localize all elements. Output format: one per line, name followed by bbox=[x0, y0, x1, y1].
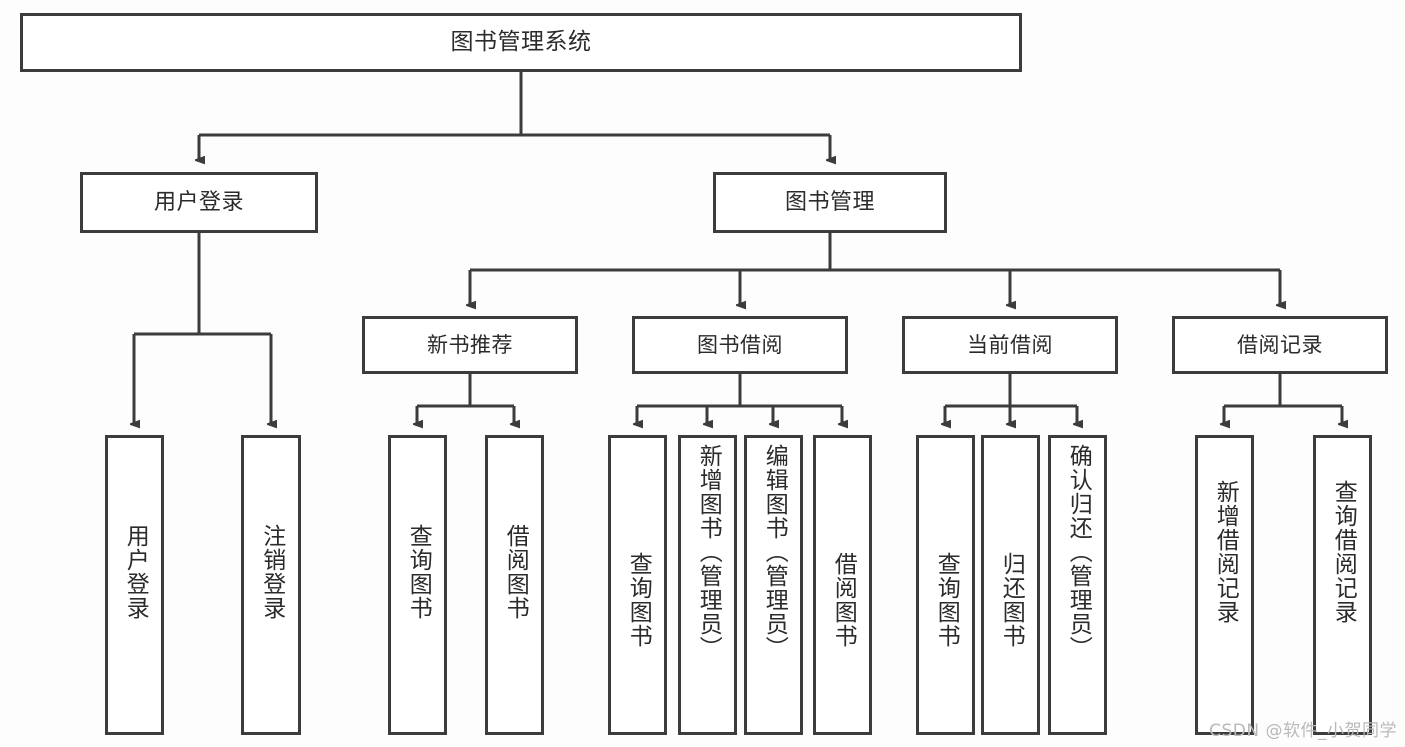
node-leaf-borrow-book-recommend-label: 借阅图书 bbox=[502, 524, 529, 620]
node-leaf-return-book-label: 归还图书 bbox=[998, 552, 1025, 648]
node-book-borrow-label: 图书借阅 bbox=[697, 332, 783, 357]
node-leaf-query-book-current-label: 查询图书 bbox=[933, 552, 960, 648]
node-book-management[interactable]: 图书管理 bbox=[713, 172, 947, 233]
node-leaf-borrow-book-label: 借阅图书 bbox=[830, 552, 857, 648]
node-leaf-user-login-label: 用户登录 bbox=[122, 524, 149, 620]
node-leaf-edit-book[interactable]: 编辑图书（管理员） bbox=[744, 435, 803, 735]
node-leaf-confirm-return-label: 确认归还（管理员） bbox=[1065, 444, 1092, 660]
node-leaf-logout-label: 注销登录 bbox=[258, 524, 285, 620]
node-leaf-add-borrow-record-label: 新增借阅记录 bbox=[1212, 480, 1239, 624]
node-new-book-recommend-label: 新书推荐 bbox=[427, 332, 513, 357]
node-leaf-query-book-borrow-label: 查询图书 bbox=[625, 552, 652, 648]
node-root-system[interactable]: 图书管理系统 bbox=[20, 13, 1022, 72]
node-root-system-label: 图书管理系统 bbox=[450, 29, 592, 56]
node-current-borrow-label: 当前借阅 bbox=[967, 332, 1053, 357]
node-leaf-query-book-borrow[interactable]: 查询图书 bbox=[608, 435, 667, 735]
node-user-login[interactable]: 用户登录 bbox=[80, 172, 318, 233]
node-leaf-query-borrow-record[interactable]: 查询借阅记录 bbox=[1313, 435, 1372, 735]
node-leaf-return-book[interactable]: 归还图书 bbox=[981, 435, 1040, 735]
node-leaf-edit-book-label: 编辑图书（管理员） bbox=[761, 444, 788, 660]
node-user-login-label: 用户登录 bbox=[153, 189, 244, 215]
node-book-borrow[interactable]: 图书借阅 bbox=[632, 316, 848, 374]
node-leaf-logout[interactable]: 注销登录 bbox=[241, 435, 301, 735]
node-leaf-query-book-current[interactable]: 查询图书 bbox=[916, 435, 975, 735]
node-leaf-borrow-book-recommend[interactable]: 借阅图书 bbox=[485, 435, 544, 735]
node-current-borrow[interactable]: 当前借阅 bbox=[902, 316, 1118, 374]
node-leaf-add-book[interactable]: 新增图书（管理员） bbox=[678, 435, 737, 735]
node-leaf-add-borrow-record[interactable]: 新增借阅记录 bbox=[1195, 435, 1254, 735]
node-new-book-recommend[interactable]: 新书推荐 bbox=[362, 316, 578, 374]
node-leaf-user-login[interactable]: 用户登录 bbox=[105, 435, 164, 735]
node-borrow-record[interactable]: 借阅记录 bbox=[1172, 316, 1388, 374]
node-borrow-record-label: 借阅记录 bbox=[1237, 332, 1323, 357]
node-leaf-borrow-book[interactable]: 借阅图书 bbox=[813, 435, 872, 735]
node-leaf-query-book-recommend[interactable]: 查询图书 bbox=[388, 435, 447, 735]
node-book-management-label: 图书管理 bbox=[784, 189, 875, 215]
node-leaf-query-borrow-record-label: 查询借阅记录 bbox=[1330, 480, 1357, 624]
node-leaf-add-book-label: 新增图书（管理员） bbox=[695, 444, 722, 660]
node-leaf-confirm-return[interactable]: 确认归还（管理员） bbox=[1048, 435, 1107, 735]
node-leaf-query-book-recommend-label: 查询图书 bbox=[405, 524, 432, 620]
